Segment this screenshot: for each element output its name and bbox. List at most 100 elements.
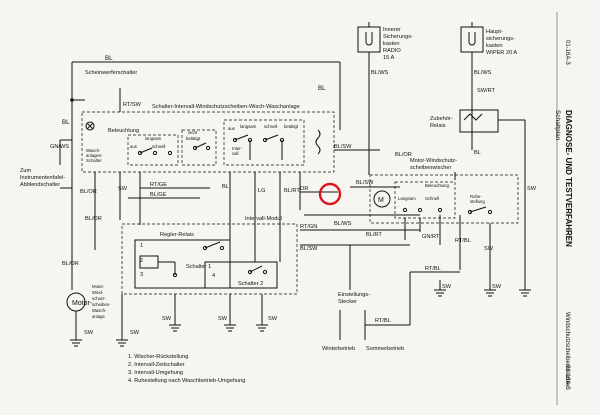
svg-text:Inter-: Inter-: [232, 146, 243, 151]
side-title: Windschutzscheibenwischer: [564, 312, 570, 387]
svg-text:RT/SW: RT/SW: [123, 102, 142, 108]
svg-text:SW/RT: SW/RT: [477, 88, 496, 94]
svg-text:BL/GE: BL/GE: [150, 192, 167, 198]
svg-text:Beleuchtung: Beleuchtung: [108, 128, 139, 134]
svg-text:aus: aus: [130, 144, 137, 149]
svg-text:Relais: Relais: [430, 123, 446, 129]
svg-text:15 A: 15 A: [383, 55, 394, 61]
subsection-title: Schaltplan: [554, 110, 561, 141]
svg-text:Schalter: Schalter: [86, 158, 102, 163]
svg-text:SW: SW: [118, 186, 128, 192]
svg-text:anlage: anlage: [92, 314, 106, 319]
svg-text:RT/GN: RT/GN: [300, 224, 317, 230]
svg-text:Innerer: Innerer: [383, 27, 401, 33]
svg-text:2: 2: [140, 258, 143, 264]
svg-text:Haupt-: Haupt-: [486, 29, 503, 35]
inner-fuse-box: Innerer Sicherungs- kasten RADIO 15 A: [357, 22, 413, 62]
switch-assembly: Schalter-Intervall-Windschutzscheiben-Wi…: [81, 104, 335, 173]
doc-code-top: 01-16A-3: [564, 40, 570, 65]
svg-text:Einstellungs-: Einstellungs-: [338, 292, 370, 298]
interval-module: Intervall-Modul Regler-Relais 1 2 3 Scha…: [121, 210, 298, 295]
svg-text:stellung: stellung: [470, 199, 485, 204]
legend: 1. Wischer-Rückstellung 2. Intervall-Zei…: [128, 354, 245, 384]
svg-text:BL: BL: [318, 85, 326, 92]
svg-text:Wind-: Wind-: [92, 290, 104, 295]
svg-text:Regler-Relais: Regler-Relais: [160, 232, 194, 238]
svg-text:schutz-: schutz-: [92, 296, 106, 301]
svg-text:vall: vall: [232, 151, 238, 156]
svg-text:Motor-Windschutz-: Motor-Windschutz-: [410, 158, 457, 164]
svg-text:SW: SW: [162, 316, 172, 322]
svg-text:anlagen-: anlagen-: [86, 153, 103, 158]
svg-text:sicherungs-: sicherungs-: [486, 36, 515, 42]
svg-text:betätigt: betätigt: [186, 136, 201, 141]
svg-text:Instrumentenfafel-: Instrumentenfafel-: [20, 175, 65, 181]
section-title: DIAGNOSE- UND TESTVERFAHREN: [564, 110, 573, 247]
svg-text:SW: SW: [492, 284, 502, 290]
svg-text:Schalter-Intervall-Windschutzs: Schalter-Intervall-Windschutzscheiben-Wi…: [152, 104, 300, 110]
svg-text:M: M: [378, 197, 384, 204]
legend-item-2: 2. Intervall-Zeitschalter: [128, 362, 185, 368]
svg-text:kasten: kasten: [486, 43, 502, 49]
svg-text:SW: SW: [218, 316, 228, 322]
svg-text:Sommerbetrieb: Sommerbetrieb: [366, 346, 404, 352]
svg-text:BL/SW: BL/SW: [334, 144, 352, 150]
svg-text:RT/BL: RT/BL: [455, 238, 471, 244]
legend-item-1: 1. Wischer-Rückstellung: [128, 354, 188, 360]
main-fuse-box: Haupt- sicherungs- kasten WIPER 20 A: [460, 22, 517, 62]
svg-text:BL/SW: BL/SW: [300, 246, 318, 252]
svg-text:BL/WS: BL/WS: [474, 70, 492, 76]
svg-text:Langsam: Langsam: [398, 196, 416, 201]
svg-text:Motor-: Motor-: [92, 284, 105, 289]
svg-text:Winterbetrieb: Winterbetrieb: [322, 346, 355, 352]
doc-code-bottom: 01-16A-3: [564, 365, 570, 390]
svg-text:BL/WS: BL/WS: [371, 70, 389, 76]
svg-text:RADIO: RADIO: [383, 48, 401, 54]
svg-text:RT/BL: RT/BL: [425, 266, 441, 272]
svg-text:Wasch-: Wasch-: [92, 308, 107, 313]
svg-text:SW: SW: [484, 246, 494, 252]
svg-text:BL/OR: BL/OR: [85, 216, 102, 222]
svg-text:aus: aus: [228, 126, 235, 131]
svg-text:Scheinwerferschalter: Scheinwerferschalter: [85, 70, 137, 76]
svg-text:BL: BL: [222, 184, 229, 190]
svg-text:langsam: langsam: [145, 136, 162, 141]
svg-text:WIPER 20 A: WIPER 20 A: [486, 50, 517, 56]
svg-text:scheibenwischer: scheibenwischer: [410, 165, 451, 171]
svg-text:Schalter 2: Schalter 2: [238, 281, 263, 287]
svg-text:Beleuchtung: Beleuchtung: [425, 183, 450, 188]
wiper-motor: Motor-Windschutz- scheibenwischer M Bele…: [369, 152, 519, 290]
svg-text:scheiben-: scheiben-: [92, 302, 111, 307]
svg-text:Motor-: Motor-: [72, 300, 93, 307]
svg-text:SW: SW: [268, 316, 278, 322]
svg-text:BL/RT: BL/RT: [366, 232, 382, 238]
svg-text:Schnell: Schnell: [425, 196, 439, 201]
svg-text:BL/WS: BL/WS: [334, 221, 352, 227]
svg-text:Sicherungs-: Sicherungs-: [383, 34, 413, 40]
top-wiring: BL Scheinwerferschalter RT/SW BL/WS BL B…: [70, 55, 537, 290]
svg-text:betätigt: betätigt: [284, 124, 299, 129]
svg-text:RT/GE: RT/GE: [150, 182, 167, 188]
svg-text:langsam: langsam: [240, 124, 257, 129]
highlight-circle: [318, 182, 342, 206]
svg-text:Stecker: Stecker: [338, 299, 357, 305]
svg-text:BL/SW: BL/SW: [356, 180, 374, 186]
svg-text:OR: OR: [300, 186, 308, 192]
svg-text:BL: BL: [105, 55, 113, 62]
svg-text:Intervall-Modul: Intervall-Modul: [245, 216, 282, 222]
middle-wiring: SW RT/GE BL/GE BL LG BL/RT OR BL/SW BL/S…: [118, 144, 471, 273]
svg-text:Zum: Zum: [20, 168, 32, 174]
svg-text:BL/OR: BL/OR: [395, 152, 412, 158]
svg-text:SW: SW: [84, 330, 94, 336]
svg-text:kasten: kasten: [383, 41, 399, 47]
svg-text:schnell: schnell: [152, 144, 165, 149]
svg-text:Wasch-: Wasch-: [86, 148, 101, 153]
svg-text:SW: SW: [130, 330, 140, 336]
left-wiring: GN/WS BL Zum Instrumentenfafel- Abblends…: [20, 119, 111, 347]
svg-text:LG: LG: [258, 188, 265, 194]
bottom-wiring: SW SW SW SW Einstellungs- Stecker RT/BL …: [116, 245, 531, 352]
svg-text:Abblendschalter: Abblendschalter: [20, 182, 60, 188]
svg-text:SW: SW: [527, 186, 537, 192]
